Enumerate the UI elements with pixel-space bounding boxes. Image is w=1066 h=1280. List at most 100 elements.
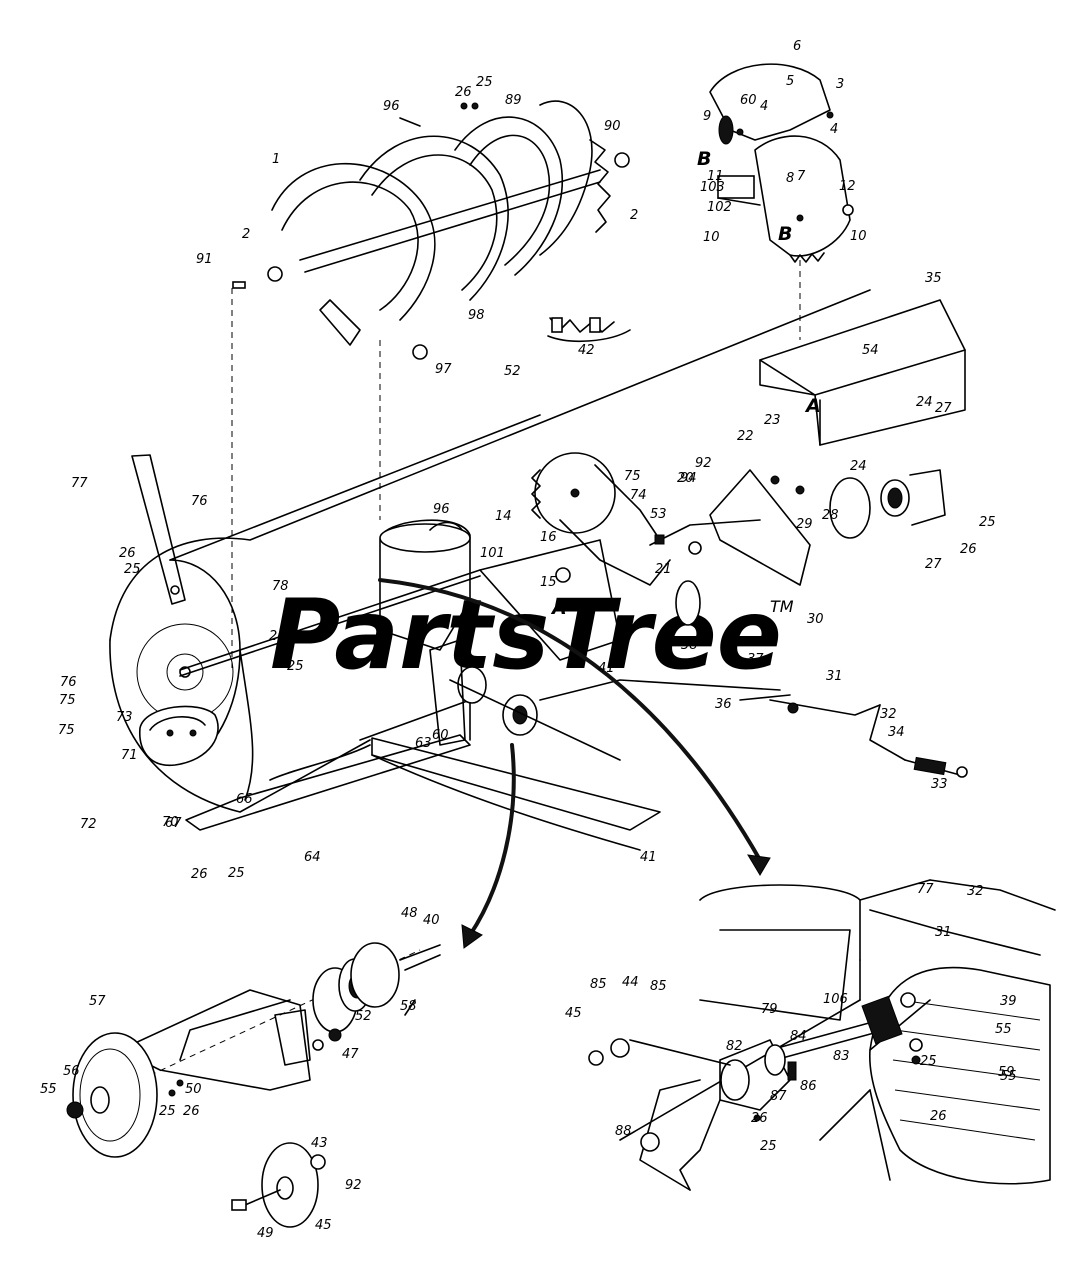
callout-77: 77 bbox=[917, 882, 934, 897]
callout-26: 26 bbox=[191, 867, 208, 882]
callout-67: 67 bbox=[165, 816, 182, 831]
callout-1: 1 bbox=[272, 152, 280, 167]
callout-83: 83 bbox=[833, 1049, 850, 1064]
callout-52: 52 bbox=[504, 364, 521, 379]
callout-10: 10 bbox=[703, 230, 720, 245]
watermark-text: PartsTree bbox=[270, 579, 782, 691]
callout-2: 2 bbox=[242, 227, 250, 242]
assembly-letters: A A B B bbox=[550, 148, 821, 619]
callout-97: 97 bbox=[435, 362, 452, 377]
callout-39: 39 bbox=[1000, 994, 1017, 1009]
callout-15: 15 bbox=[540, 575, 557, 590]
idler-bracket-assembly bbox=[66, 942, 441, 1228]
callout-86: 86 bbox=[800, 1079, 817, 1094]
callout-36: 36 bbox=[715, 697, 732, 712]
callout-8: 8 bbox=[786, 171, 794, 186]
callout-70: 70 bbox=[162, 815, 179, 830]
callout-29: 29 bbox=[796, 517, 813, 532]
callout-79: 79 bbox=[761, 1002, 778, 1017]
callout-5: 5 bbox=[786, 74, 794, 89]
callout-10: 10 bbox=[850, 229, 867, 244]
callout-25: 25 bbox=[124, 562, 141, 577]
callout-75: 75 bbox=[58, 723, 75, 738]
flow-arrows bbox=[378, 578, 771, 949]
callout-25: 25 bbox=[228, 866, 245, 881]
callout-73: 73 bbox=[116, 710, 133, 725]
callout-26: 26 bbox=[751, 1111, 768, 1126]
letter-a-2: A bbox=[550, 597, 567, 619]
callout-87: 87 bbox=[770, 1089, 787, 1104]
letter-b-2: B bbox=[778, 223, 792, 245]
callout-28: 28 bbox=[822, 508, 839, 523]
callout-44: 44 bbox=[622, 975, 639, 990]
callout-4: 4 bbox=[830, 122, 838, 137]
callout-2: 2 bbox=[630, 208, 638, 223]
letter-a-1: A bbox=[804, 395, 821, 417]
callout-14: 14 bbox=[495, 509, 512, 524]
callout-85: 85 bbox=[590, 977, 607, 992]
callout-38: 38 bbox=[681, 638, 698, 653]
callout-25: 25 bbox=[159, 1104, 176, 1119]
callout-3: 3 bbox=[836, 77, 844, 92]
callout-32: 32 bbox=[967, 884, 984, 899]
callout-26: 26 bbox=[183, 1104, 200, 1119]
callout-55: 55 bbox=[1000, 1069, 1017, 1084]
callout-50: 50 bbox=[185, 1082, 202, 1097]
callout-24: 24 bbox=[850, 459, 867, 474]
callout-47: 47 bbox=[342, 1047, 359, 1062]
callout-35: 35 bbox=[925, 271, 942, 286]
callout-45: 45 bbox=[565, 1006, 582, 1021]
callout-23: 23 bbox=[764, 413, 781, 428]
watermark: PartsTree TM bbox=[270, 579, 794, 691]
callout-48: 48 bbox=[401, 906, 418, 921]
callout-37: 37 bbox=[747, 652, 764, 667]
callout-21: 21 bbox=[655, 562, 672, 577]
callout-24: 24 bbox=[916, 395, 933, 410]
callout-32: 32 bbox=[880, 707, 897, 722]
callout-75: 75 bbox=[624, 469, 641, 484]
callout-96: 96 bbox=[433, 502, 450, 517]
callout-59: 59 bbox=[998, 1065, 1015, 1080]
callout-98: 98 bbox=[468, 308, 485, 323]
callout-6: 6 bbox=[793, 39, 801, 54]
callout-11: 11 bbox=[707, 169, 724, 184]
callout-103: 103 bbox=[700, 180, 725, 195]
callout-55: 55 bbox=[995, 1022, 1012, 1037]
lift-linkage-assembly bbox=[588, 879, 1056, 1191]
callout-102: 102 bbox=[707, 200, 732, 215]
callout-106: 106 bbox=[823, 992, 848, 1007]
callout-26: 26 bbox=[960, 542, 977, 557]
callout-74: 74 bbox=[630, 488, 647, 503]
callout-60: 60 bbox=[432, 728, 449, 743]
callout-96: 96 bbox=[383, 99, 400, 114]
callout-94: 94 bbox=[680, 471, 697, 486]
callout-101: 101 bbox=[480, 546, 505, 561]
callout-60: 60 bbox=[740, 93, 757, 108]
callout-40: 40 bbox=[423, 913, 440, 928]
callout-43: 43 bbox=[311, 1136, 328, 1151]
callout-7: 7 bbox=[797, 169, 806, 184]
callout-84: 84 bbox=[790, 1029, 807, 1044]
callout-89: 89 bbox=[505, 93, 522, 108]
callout-76: 76 bbox=[191, 494, 208, 509]
callout-34: 34 bbox=[888, 725, 905, 740]
callout-85: 85 bbox=[650, 979, 667, 994]
callout-9: 9 bbox=[703, 109, 711, 124]
callout-41: 41 bbox=[598, 661, 615, 676]
letter-b-1: B bbox=[697, 148, 711, 170]
watermark-tm: TM bbox=[770, 597, 794, 616]
drive-frame bbox=[531, 299, 968, 778]
callout-64: 64 bbox=[304, 850, 321, 865]
callout-27: 27 bbox=[925, 557, 942, 572]
callout-27: 27 bbox=[935, 401, 952, 416]
callout-20: 20 bbox=[677, 471, 694, 486]
callout-22: 22 bbox=[737, 429, 754, 444]
callout-57: 57 bbox=[89, 994, 106, 1009]
auger-assembly bbox=[232, 100, 630, 360]
callout-26: 26 bbox=[455, 85, 472, 100]
callout-58: 58 bbox=[400, 999, 417, 1014]
callout-77: 77 bbox=[71, 476, 88, 491]
callout-25: 25 bbox=[979, 515, 996, 530]
